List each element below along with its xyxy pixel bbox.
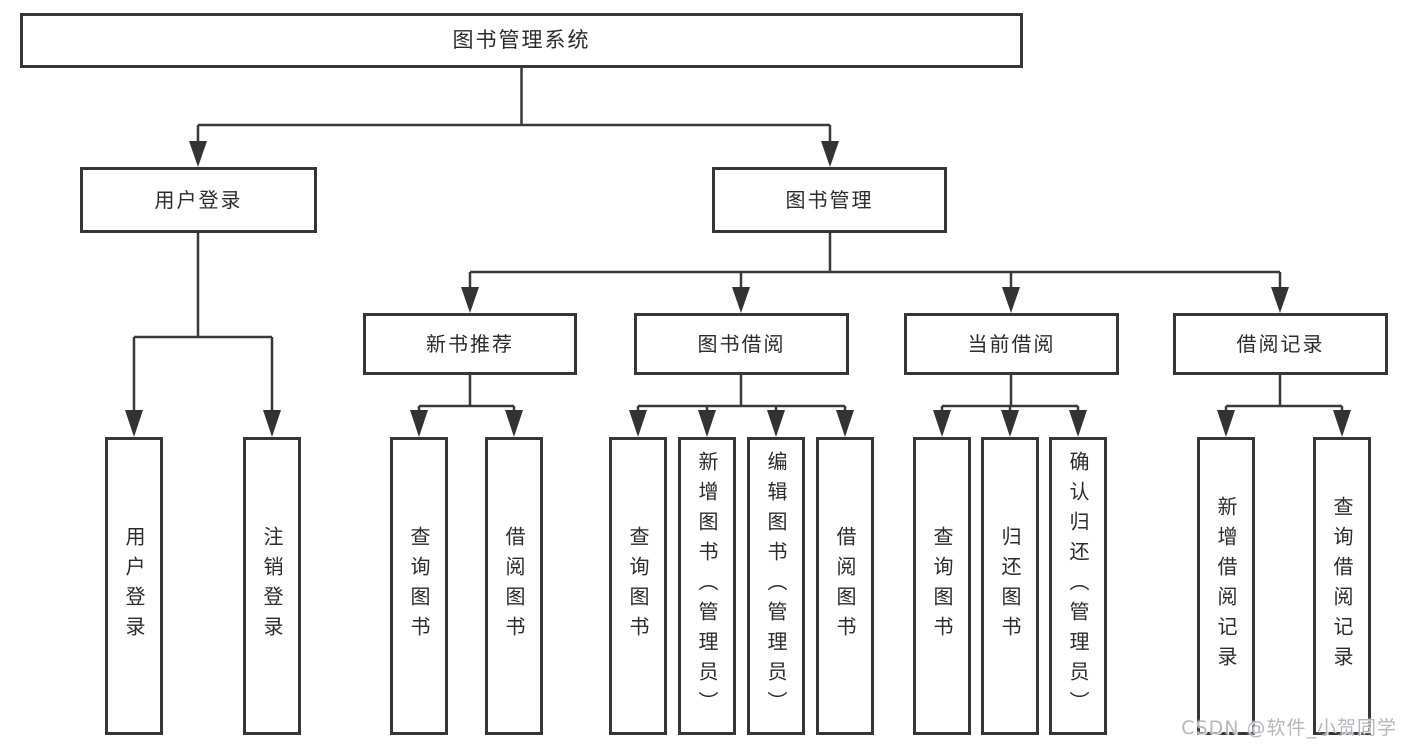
arrow-icon <box>461 287 479 313</box>
node-label: 图书借阅 <box>697 332 786 356</box>
node-user-login: 用户登录 <box>80 167 317 233</box>
node-new-book-recommend: 新书推荐 <box>363 313 577 375</box>
node-label: 用户登录 <box>122 526 146 646</box>
arrow-icon <box>189 141 207 167</box>
node-bb-query-books: 查询图书 <box>609 437 667 735</box>
arrow-icon <box>1333 410 1351 437</box>
node-label: 确认归还（管理员） <box>1066 451 1090 721</box>
connector-borrow-records <box>1224 375 1344 418</box>
node-cb-return-books: 归还图书 <box>981 437 1039 735</box>
node-cb-confirm-return-admin: 确认归还（管理员） <box>1049 437 1107 735</box>
node-book-borrow: 图书借阅 <box>634 313 849 375</box>
node-login: 用户登录 <box>105 437 163 735</box>
arrow-icon <box>821 141 839 167</box>
arrow-icon <box>1001 410 1019 437</box>
arrow-icon <box>1217 410 1235 437</box>
node-label: 归还图书 <box>998 526 1022 646</box>
node-label: 查询图书 <box>407 526 431 646</box>
node-label: 查询图书 <box>626 526 650 646</box>
arrow-icon <box>1069 410 1087 437</box>
node-label: 新增图书（管理员） <box>695 451 719 721</box>
node-label: 借阅记录 <box>1236 332 1325 356</box>
connector-new-book-recommend <box>417 375 516 418</box>
node-cb-query-books: 查询图书 <box>913 437 971 735</box>
node-nbr-borrow-books: 借阅图书 <box>485 437 543 735</box>
node-label: 新书推荐 <box>426 332 514 356</box>
node-label: 图书管理 <box>785 188 874 212</box>
node-root: 图书管理系统 <box>20 13 1023 68</box>
arrow-icon <box>1002 287 1020 313</box>
connector-book-management <box>468 233 1282 294</box>
node-current-borrow: 当前借阅 <box>904 313 1119 375</box>
watermark: CSDN @软件_小贺同学 <box>1181 717 1397 739</box>
node-nbr-query-books: 查询图书 <box>390 437 448 735</box>
arrow-icon <box>836 410 854 437</box>
connector-root <box>196 68 832 150</box>
node-borrow-records: 借阅记录 <box>1173 313 1388 375</box>
node-book-management: 图书管理 <box>712 167 947 233</box>
node-label: 图书管理系统 <box>452 28 591 52</box>
arrow-icon <box>410 410 428 437</box>
node-bb-edit-books-admin: 编辑图书（管理员） <box>747 437 805 735</box>
node-br-add-record: 新增借阅记录 <box>1197 437 1255 735</box>
connector-book-borrow <box>636 375 847 418</box>
arrow-icon <box>698 410 716 437</box>
connector-user-login <box>132 233 274 418</box>
node-bb-add-books-admin: 新增图书（管理员） <box>678 437 736 735</box>
arrow-icon <box>629 410 647 437</box>
arrow-icon <box>933 410 951 437</box>
arrow-icon <box>767 410 785 437</box>
node-bb-borrow-books: 借阅图书 <box>816 437 874 735</box>
arrow-icon <box>732 287 750 313</box>
arrow-icon <box>125 410 143 437</box>
node-label: 新增借阅记录 <box>1214 496 1238 676</box>
node-label: 查询图书 <box>930 526 954 646</box>
node-logout: 注销登录 <box>243 437 301 735</box>
node-label: 借阅图书 <box>833 526 857 646</box>
node-label: 借阅图书 <box>502 526 526 646</box>
node-label: 当前借阅 <box>967 332 1056 356</box>
arrowheads <box>125 141 1351 437</box>
node-label: 用户登录 <box>154 188 243 212</box>
node-label: 编辑图书（管理员） <box>764 451 788 721</box>
node-label: 注销登录 <box>260 526 284 646</box>
node-br-query-record: 查询借阅记录 <box>1313 437 1371 735</box>
arrow-icon <box>1271 287 1289 313</box>
arrow-icon <box>505 410 523 437</box>
arrow-icon <box>263 410 281 437</box>
node-label: 查询借阅记录 <box>1330 496 1354 676</box>
